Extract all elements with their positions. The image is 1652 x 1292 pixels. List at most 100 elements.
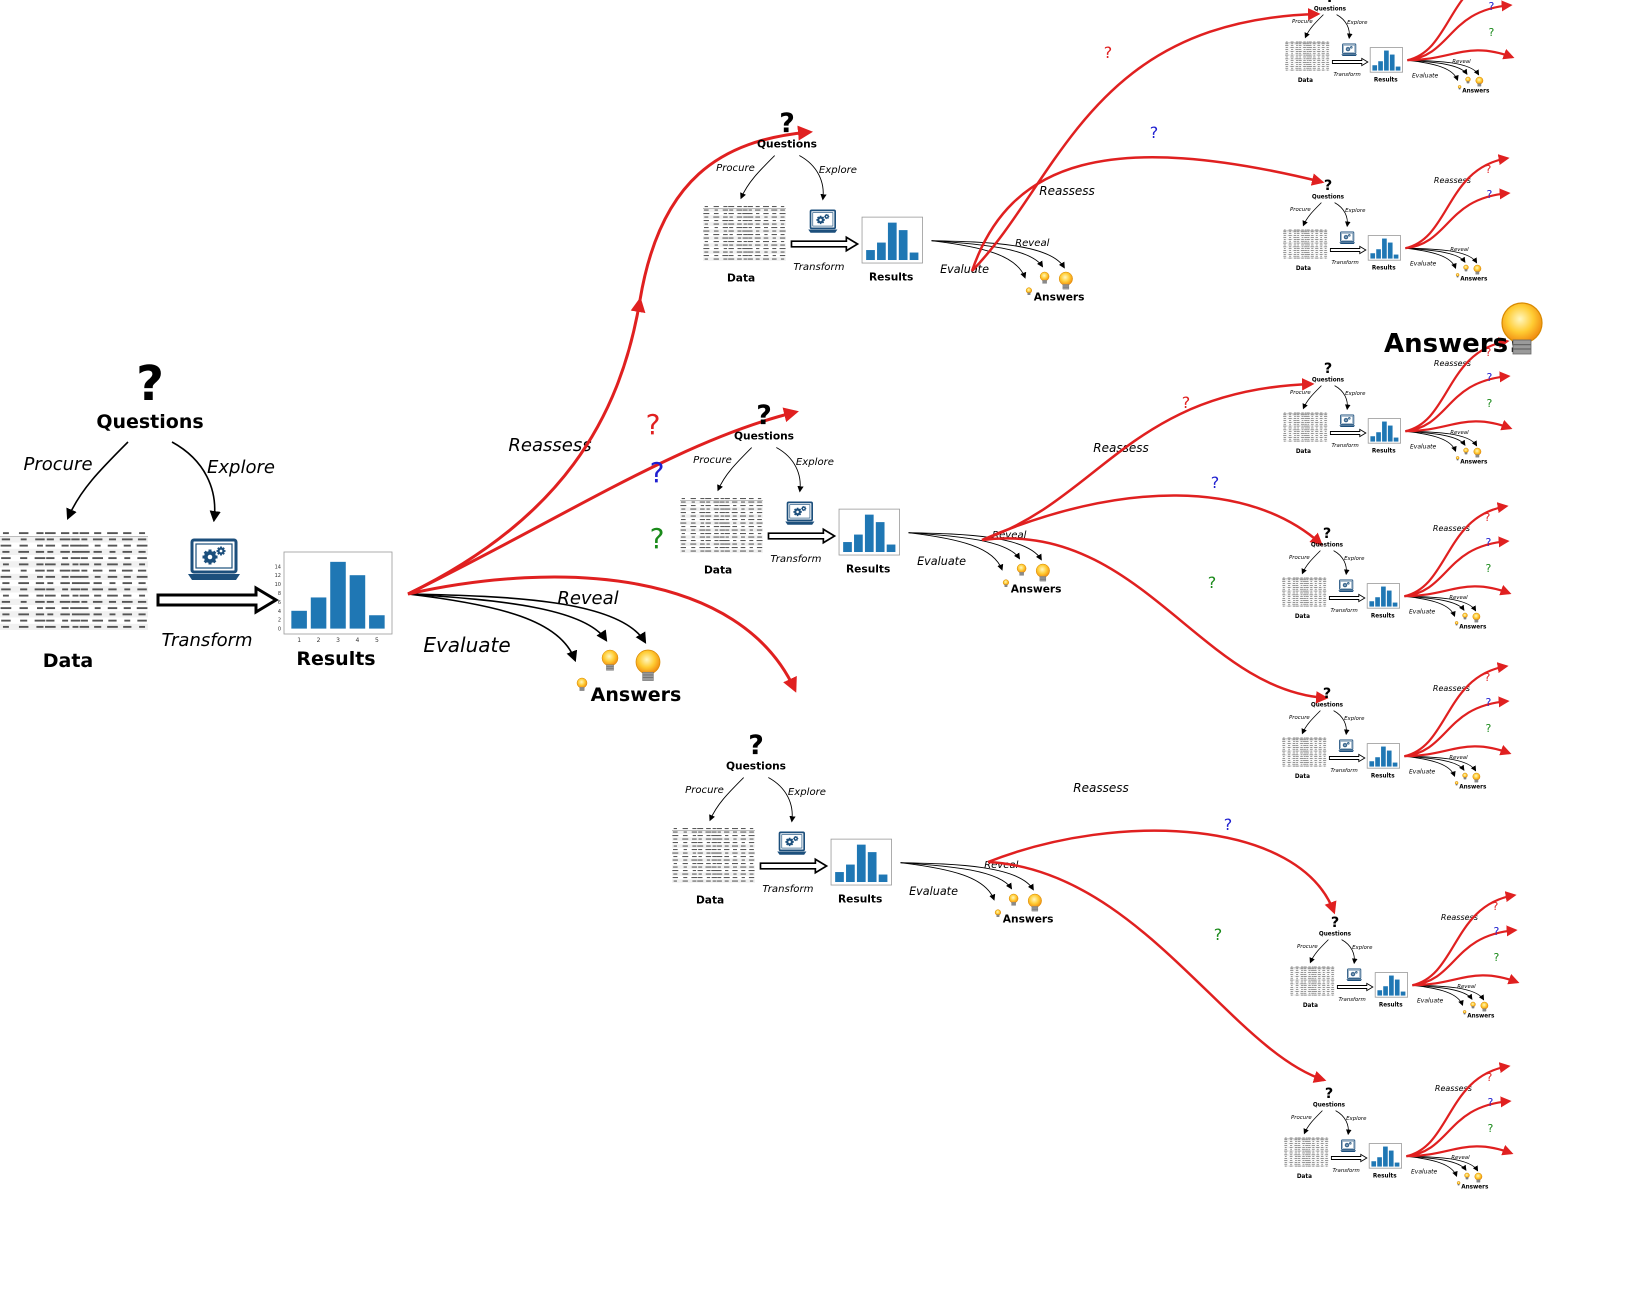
- bar-4: [867, 852, 877, 883]
- answers-label: Answers: [1034, 291, 1085, 304]
- lightbulb-icon: [1462, 1010, 1467, 1015]
- bar-2: [1378, 61, 1383, 71]
- x-tick-label: 5: [375, 637, 379, 644]
- procure-arrow: [1302, 385, 1322, 410]
- bar-4: [349, 575, 366, 629]
- lightbulb-icon: [1454, 781, 1459, 786]
- question-mark: ?: [1214, 925, 1223, 944]
- bar-5: [909, 252, 919, 261]
- questions-label: Questions: [1312, 377, 1345, 383]
- bar-5: [369, 615, 385, 629]
- results-bar-chart: [830, 838, 892, 886]
- questions-label: Questions: [726, 760, 786, 773]
- lightbulb-icon: [635, 649, 661, 681]
- data-table-icon: [680, 498, 763, 553]
- x-tick-label: 3: [336, 637, 340, 644]
- lightbulb-icon: [1456, 1181, 1461, 1186]
- y-tick-label: 6: [278, 600, 281, 606]
- reveal-arrow: [931, 240, 1065, 269]
- procure-arrow: [717, 447, 752, 492]
- answers-label: Answers: [1003, 913, 1054, 926]
- evaluate-label: Evaluate: [909, 885, 958, 898]
- procure-arrow: [1301, 710, 1321, 735]
- transform-arrow: [1328, 593, 1366, 603]
- lightbulb-icon: [1474, 1172, 1483, 1183]
- reassess-arrow: [1405, 154, 1510, 250]
- results-label: Results: [1372, 449, 1396, 455]
- procure-label: Procure: [1289, 715, 1310, 721]
- question-mark: ?: [1485, 696, 1491, 709]
- lightbulb-icon: [1454, 621, 1459, 626]
- question-mark: ?: [1487, 1122, 1493, 1135]
- question-mark: ?: [756, 400, 772, 431]
- reassess-arrow: [1405, 371, 1511, 433]
- lightbulb-icon: [1463, 264, 1469, 272]
- transform-arrow: [767, 527, 837, 545]
- question-mark: ?: [1323, 686, 1331, 702]
- bar-1: [866, 250, 875, 261]
- bar-5: [1392, 762, 1398, 767]
- reveal-label: Reveal: [1457, 984, 1476, 990]
- bar-4: [1388, 1150, 1394, 1167]
- bar-5: [886, 544, 896, 553]
- reassess-arrow: [1407, 0, 1464, 62]
- question-mark: ?: [1323, 526, 1331, 542]
- explore-label: Explore: [819, 165, 857, 176]
- reassess-arrow: [1406, 1096, 1512, 1158]
- procure-label: Procure: [1289, 555, 1310, 561]
- bar-5: [1394, 1162, 1400, 1167]
- lightbulb-icon: [1035, 563, 1050, 582]
- bar-4: [1386, 750, 1392, 767]
- data-table-icon: [672, 828, 755, 883]
- transform-label: Transform: [1333, 72, 1360, 78]
- y-tick-label: 8: [278, 591, 281, 597]
- bar-5: [1392, 602, 1398, 607]
- laptop-gear-icon: [1339, 414, 1355, 427]
- data-table-icon: [1290, 966, 1335, 996]
- results-label: Results: [838, 892, 882, 905]
- question-mark: ?: [1331, 915, 1339, 931]
- explore-label: Explore: [796, 457, 834, 468]
- laptop-gear-icon: [1338, 579, 1354, 592]
- question-mark: ?: [1484, 511, 1490, 524]
- reveal-label: Reveal: [1450, 430, 1469, 436]
- explore-arrow: [1334, 202, 1351, 228]
- data-label: Data: [1303, 1003, 1318, 1009]
- answers-label: Answers: [1467, 1013, 1495, 1019]
- reveal-label: Reveal: [1449, 755, 1468, 761]
- explore-arrow: [1334, 385, 1351, 411]
- lightbulb-icon: [1473, 447, 1482, 458]
- laptop-gear-icon: [1340, 1139, 1356, 1152]
- laptop-gear-icon: [777, 831, 807, 855]
- lightbulb-icon: [994, 909, 1001, 917]
- results-bar-chart: [1367, 418, 1401, 444]
- laptop-gear-icon: [1338, 739, 1354, 752]
- question-mark: ?: [650, 522, 665, 555]
- reveal-label: Reveal: [1451, 1155, 1470, 1161]
- reassess-label: Reassess: [1039, 184, 1094, 198]
- transform-arrow: [1329, 245, 1367, 255]
- question-mark: ?: [1484, 671, 1490, 684]
- question-mark: ?: [1104, 43, 1113, 62]
- y-tick-label: 10: [275, 582, 281, 588]
- procure-arrow: [1304, 14, 1324, 39]
- question-mark: ?: [1485, 722, 1491, 735]
- evaluate-label: Evaluate: [1410, 261, 1437, 268]
- answers-label: Answers: [1461, 1184, 1489, 1190]
- question-mark: ?: [646, 408, 661, 441]
- question-mark: ?: [1324, 361, 1332, 377]
- bar-4: [898, 230, 908, 261]
- question-mark: ?: [650, 456, 665, 489]
- questions-label: Questions: [1312, 194, 1345, 200]
- bar-1: [1372, 65, 1378, 71]
- reassess-label: Reassess: [508, 435, 591, 456]
- bar-5: [1395, 66, 1401, 71]
- reassess-arrow: [1407, 0, 1513, 62]
- results-bar-chart: [1366, 583, 1400, 609]
- data-label: Data: [727, 272, 755, 285]
- answers-label: Answers: [1460, 459, 1488, 465]
- lightbulb-icon: [1501, 302, 1543, 355]
